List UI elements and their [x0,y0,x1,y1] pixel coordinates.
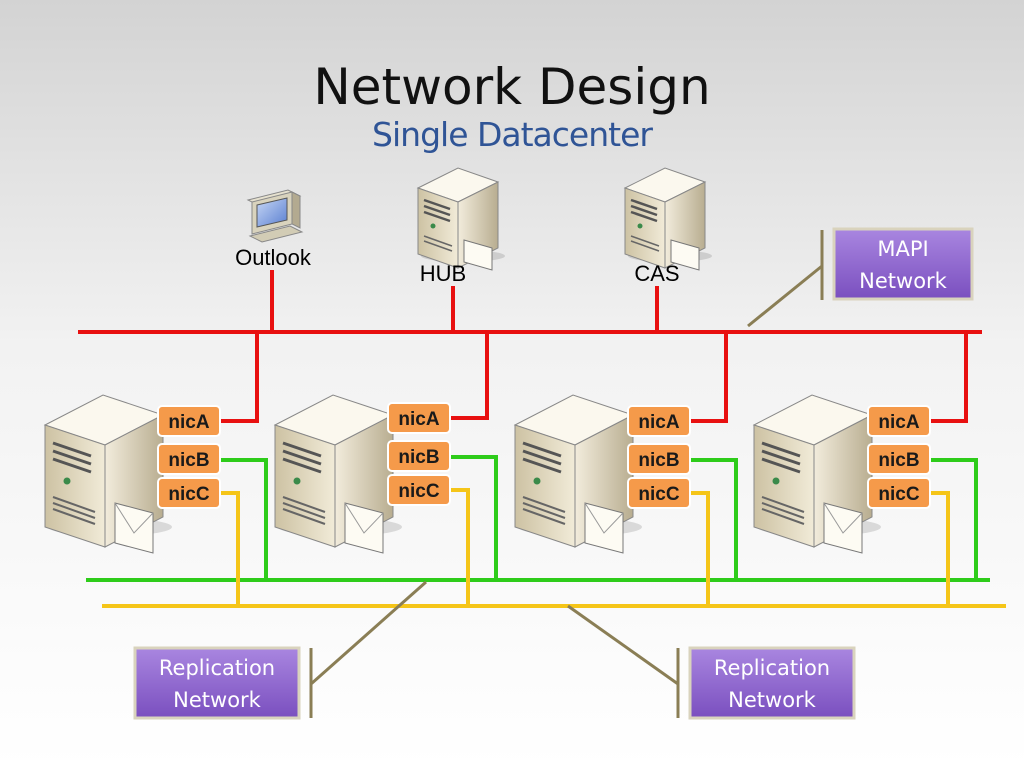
server-1-nics: nicA nicB nicC [157,405,221,509]
nic-c-label: nicC [398,481,439,502]
replication-right-line1: Replication [714,656,830,680]
mapi-network-callout: MAPI Network [747,227,974,328]
replication-right-line2: Network [728,688,817,712]
nic-a-label: nicA [878,412,919,433]
hub-server-icon [416,166,507,272]
nic-c-label: nicC [638,484,679,505]
replication-left-line1: Replication [159,656,275,680]
mailbox-server-1-icon [43,393,174,555]
server-4-nics: nicA nicB nicC [867,405,931,509]
mapi-callout-line1: MAPI [877,237,928,261]
nic-b-label: nicB [878,450,919,471]
nic-c-label: nicC [168,484,209,505]
server-1-links [218,332,268,606]
mailbox-server-3-icon [513,393,644,555]
nic-a-label: nicA [638,412,679,433]
mailbox-server-4-icon [752,393,883,555]
replication-network-callout-left: Replication Network [133,580,427,720]
mapi-callout-line2: Network [859,269,948,293]
nic-b-label: nicB [638,450,679,471]
nic-b-label: nicB [398,447,439,468]
cas-label: CAS [634,261,679,286]
server-4-links [928,332,978,606]
outlook-computer-icon [246,189,304,243]
outlook-label: Outlook [235,245,312,270]
replication-network-callout-right: Replication Network [567,604,856,720]
nic-b-label: nicB [168,450,209,471]
server-3-nics: nicA nicB nicC [627,405,691,509]
nic-a-label: nicA [398,409,439,430]
hub-label: HUB [420,261,466,286]
page-title: Network Design [313,58,711,116]
replication-left-line2: Network [173,688,262,712]
nic-a-label: nicA [168,412,209,433]
server-3-links [688,332,738,606]
nic-c-label: nicC [878,484,919,505]
server-2-links [448,332,498,606]
page-subtitle: Single Datacenter [372,115,653,154]
cas-server-icon [623,166,714,272]
mailbox-server-2-icon [273,393,404,555]
server-2-nics: nicA nicB nicC [387,402,451,506]
